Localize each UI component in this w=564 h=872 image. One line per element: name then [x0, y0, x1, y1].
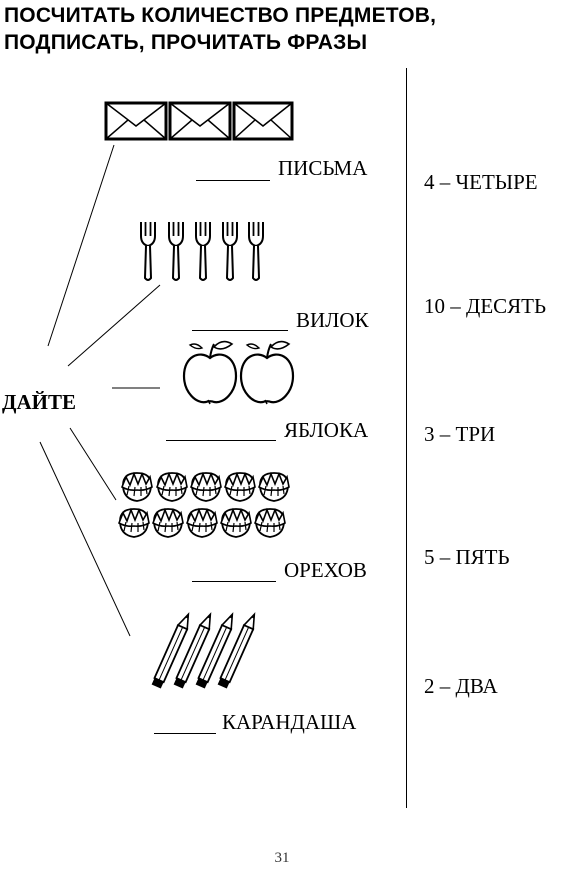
- envelope-icon: [232, 101, 294, 141]
- pencils-group: [150, 611, 260, 690]
- hazelnut-icon: [224, 472, 256, 502]
- number-word-4: 4 – ЧЕТЫРЕ: [424, 170, 538, 194]
- hazelnut-icon: [121, 472, 153, 502]
- connector-lines: [39, 144, 161, 637]
- hazelnut-icon: [190, 472, 222, 502]
- number-word-10: 10 – ДЕСЯТЬ: [424, 294, 547, 318]
- item-word-nuts: ОРЕХОВ: [284, 558, 367, 582]
- page-number: 31: [274, 850, 290, 866]
- fork-icon: [168, 221, 184, 281]
- fork-icon: [222, 221, 238, 281]
- item-word-apples: ЯБЛОКА: [284, 418, 369, 442]
- hazelnut-icon: [258, 472, 290, 502]
- hazelnut-icon: [254, 508, 286, 538]
- title-line-2: ПОДПИСАТЬ, ПРОЧИТАТЬ ФРАЗЫ: [4, 31, 368, 54]
- apple-icon: [239, 340, 295, 406]
- envelope-icon: [104, 101, 168, 141]
- envelopes-group: [104, 101, 294, 141]
- hazelnut-icon: [156, 472, 188, 502]
- answer-blank-pencils[interactable]: [154, 733, 216, 734]
- connector-line-nuts: [69, 427, 117, 501]
- column-divider: [406, 68, 407, 808]
- connector-line-pencils: [39, 441, 131, 637]
- number-word-2: 2 – ДВА: [424, 674, 498, 698]
- hazelnut-icon: [186, 508, 218, 538]
- fork-icon: [140, 221, 156, 281]
- item-word-forks: ВИЛОК: [296, 308, 369, 332]
- fork-icon: [248, 221, 264, 281]
- apples-group: [182, 340, 295, 406]
- connector-line-letters: [47, 144, 115, 347]
- title-line-1: ПОСЧИТАТЬ КОЛИЧЕСТВО ПРЕДМЕТОВ,: [4, 4, 437, 27]
- number-word-3: 3 – ТРИ: [424, 422, 496, 446]
- nuts-group: [118, 472, 290, 538]
- fork-icon: [195, 221, 211, 281]
- envelope-icon: [168, 101, 232, 141]
- answer-blank-letters[interactable]: [196, 180, 270, 181]
- answer-blank-forks[interactable]: [192, 330, 288, 331]
- item-word-letters: ПИСЬМА: [278, 156, 368, 180]
- forks-group: [140, 221, 264, 281]
- worksheet-title: ПОСЧИТАТЬ КОЛИЧЕСТВО ПРЕДМЕТОВ, ПОДПИСАТ…: [4, 2, 436, 56]
- apple-icon: [182, 340, 238, 406]
- answer-blank-apples[interactable]: [166, 440, 276, 441]
- connector-line-forks: [67, 284, 161, 367]
- hazelnut-icon: [152, 508, 184, 538]
- hazelnut-icon: [118, 508, 150, 538]
- item-word-pencils: КАРАНДАША: [222, 710, 357, 734]
- verb-label: ДАЙТЕ: [2, 390, 76, 414]
- hazelnut-icon: [220, 508, 252, 538]
- number-word-5: 5 – ПЯТЬ: [424, 545, 510, 569]
- answer-blank-nuts[interactable]: [192, 581, 276, 582]
